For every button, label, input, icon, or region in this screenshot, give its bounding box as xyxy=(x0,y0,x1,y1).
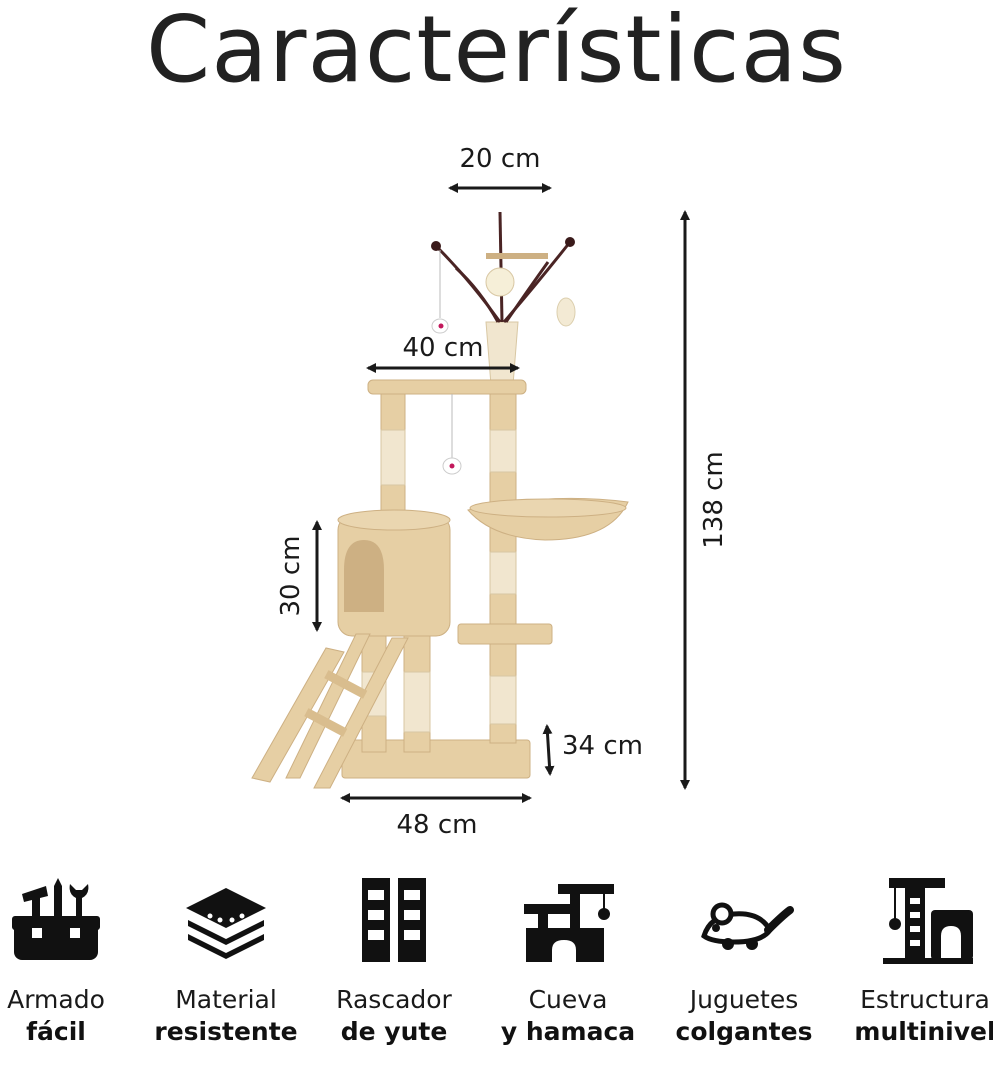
hanging-ball xyxy=(485,267,515,297)
feature-line1: Estructura xyxy=(860,985,990,1014)
arrow-base-height xyxy=(542,724,555,776)
label-platform-width: 40 cm xyxy=(403,333,484,363)
feature-easy-assembly: Armado fácil xyxy=(0,870,136,1048)
step-platform xyxy=(457,623,553,645)
feature-line1: Cueva xyxy=(528,985,608,1014)
cat-tree-illustration xyxy=(251,211,629,789)
feature-durable-material: Material resistente xyxy=(146,870,306,1048)
top-platform xyxy=(367,379,527,395)
feature-line1: Armado xyxy=(7,985,105,1014)
page-title: Características xyxy=(146,0,847,103)
feature-hanging-toys: Juguetes colgantes xyxy=(664,870,824,1048)
feature-cave-hammock: Cueva y hamaca xyxy=(488,870,648,1048)
top-sisal-column xyxy=(485,321,519,386)
feature-jute-scratcher: Rascador de yute xyxy=(314,870,474,1048)
scratcher-posts-icon xyxy=(362,878,426,962)
feature-line2: y hamaca xyxy=(500,1017,636,1046)
feature-line2: colgantes xyxy=(675,1017,813,1046)
mouse-toy-icon xyxy=(701,902,794,950)
cat-tree-diagram: 20 cm 40 cm 30 cm 138 cm 34 cm 48 cm xyxy=(251,144,729,840)
feature-line1: Juguetes xyxy=(689,985,799,1014)
label-cave-height: 30 cm xyxy=(276,536,306,617)
dimension-arrows xyxy=(312,183,690,803)
feature-multilevel: Estructura multinivel xyxy=(845,870,993,1048)
label-base-width: 48 cm xyxy=(397,810,478,840)
layers-icon xyxy=(186,888,266,959)
cave-hammock-icon xyxy=(524,884,614,962)
feature-line2: resistente xyxy=(154,1017,298,1046)
hanging-feather xyxy=(556,297,576,327)
ladder xyxy=(251,633,409,789)
feature-line1: Material xyxy=(175,985,277,1014)
label-base-height: 34 cm xyxy=(562,731,643,761)
feature-line2: fácil xyxy=(26,1017,86,1046)
feature-line2: multinivel xyxy=(854,1017,993,1046)
cave-entrance xyxy=(344,540,384,612)
toolbox-icon xyxy=(12,878,100,960)
wand-toys xyxy=(434,211,572,323)
features-row: Armado fácil Material resistente Rascado… xyxy=(0,870,993,1065)
label-top-width: 20 cm xyxy=(460,144,541,174)
feature-line2: de yute xyxy=(340,1017,448,1046)
feature-line1: Rascador xyxy=(336,985,452,1014)
multilevel-structure-icon xyxy=(883,878,973,964)
label-total-height: 138 cm xyxy=(699,451,729,549)
